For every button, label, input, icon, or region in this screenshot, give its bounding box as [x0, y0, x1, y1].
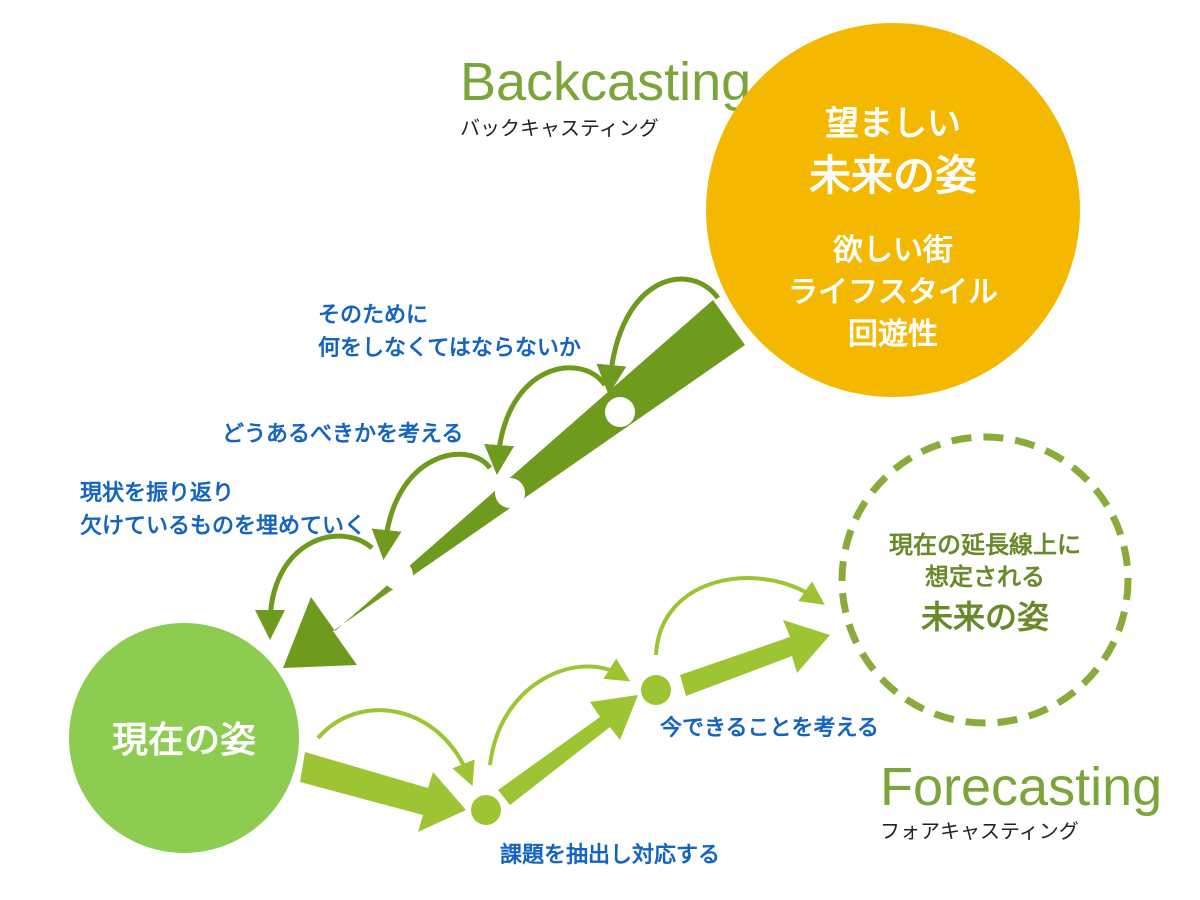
projected-future-line-1: 現在の延長線上に: [889, 531, 1081, 559]
forecast-arrow-2: [498, 695, 638, 805]
desired-future-detail-3: 回遊性: [848, 317, 938, 352]
projected-future-line-2: 想定される: [925, 563, 1045, 591]
forecast-milestone-2: [641, 675, 671, 705]
forecast-arrow-3: [680, 620, 830, 696]
desired-future-title-line-1: 望ましい: [825, 104, 961, 144]
forecast-arrow-1: [300, 752, 466, 832]
backcast-milestone-1: [605, 397, 635, 427]
backcast-curve-arrow-1: [596, 276, 721, 395]
forecast-step-2: 課題を抽出し対応する: [500, 842, 720, 868]
backcasting-title: Backcasting: [460, 52, 751, 112]
forecast-milestone-1: [471, 795, 501, 825]
present-label: 現在の姿: [112, 720, 256, 761]
backcast-step-3-line-1: 現状を振り返り: [80, 481, 234, 506]
backcast-step-1-line-1: そのために: [318, 303, 428, 328]
backcast-step-2: どうあるべきかを考える: [222, 422, 463, 447]
backcast-step-3-line-2: 欠けているものを埋めていく: [80, 513, 366, 539]
forecast-step-1: 今できることを考える: [660, 715, 879, 741]
forecast-curve-arrow-1: [316, 708, 475, 787]
backcasting-subtitle: バックキャスティング: [460, 116, 659, 140]
desired-future-title-line-2: 未来の姿: [809, 151, 977, 200]
projected-future-emphasis: 未来の姿: [921, 598, 1049, 636]
backcast-step-1-line-2: 何をしなくてはならないか: [318, 335, 581, 361]
forecasting-title: Forecasting: [880, 757, 1162, 817]
backcast-curve-arrow-3: [371, 451, 493, 560]
backcast-curve-arrow-4: [255, 533, 374, 640]
desired-future-detail-2: ライフスタイル: [788, 275, 998, 310]
forecast-curve-arrow-3: [654, 576, 825, 656]
projected-future-circle: [838, 433, 1132, 727]
desired-future-circle: [706, 23, 1080, 397]
forecasting-subtitle: フォアキャスティング: [880, 819, 1079, 843]
present-circle: [69, 623, 299, 853]
backcast-milestone-3: [383, 560, 413, 590]
backcast-curve-arrow-2: [484, 365, 608, 475]
backcast-milestone-2: [495, 478, 525, 508]
forecast-curve-arrow-2: [488, 658, 631, 766]
desired-future-detail-1: 欲しい街: [832, 233, 953, 268]
